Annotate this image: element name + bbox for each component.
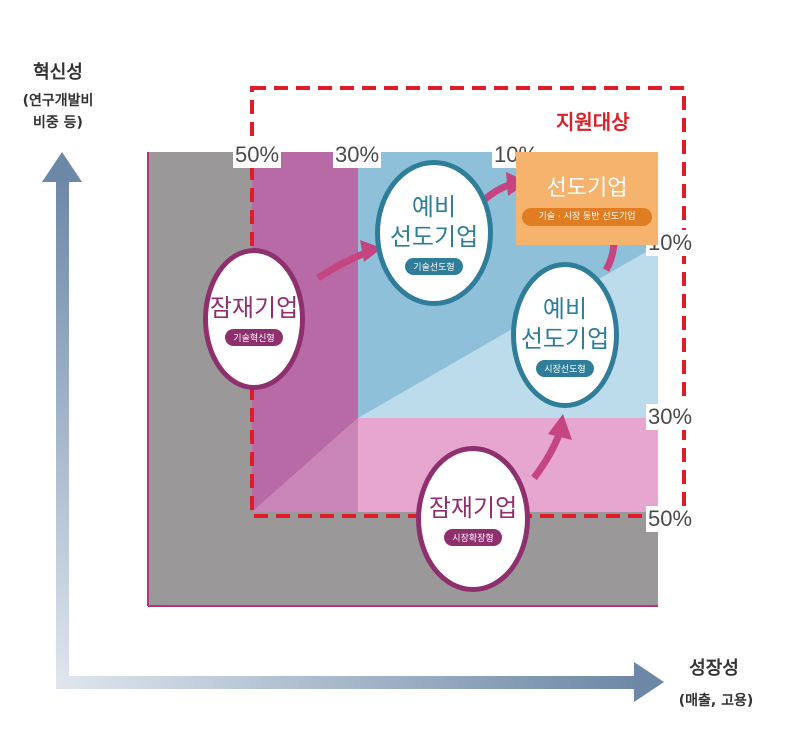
leading-company-title: 선도기업 (546, 176, 628, 201)
circle-pre-leading-tech-title: 예비 선도기업 (389, 192, 479, 251)
x-axis-title: 성장성 (689, 658, 739, 679)
y-axis-subtitle-2: 비중 등) (33, 115, 83, 131)
y-axis-subtitle-1: (연구개발비 (22, 93, 94, 109)
circle-pre-leading-tech: 예비 선도기업 기술선도형 (375, 160, 493, 306)
circle-pre-leading-market: 예비 선도기업 시장선도형 (511, 262, 619, 408)
leading-company-box: 선도기업 기술 · 시장 동반 선도기업 (516, 152, 658, 245)
top-percent-50: 50% (233, 142, 282, 168)
circle-pre-leading-tech-badge: 기술선도형 (405, 257, 463, 275)
x-axis-shaft (56, 676, 638, 689)
circle-potential-tech-title: 잠재기업 (209, 293, 299, 322)
x-axis-subtitle: (매출, 고용) (678, 693, 754, 709)
circle-potential-market-title: 잠재기업 (428, 493, 518, 522)
circle-potential-market: 잠재기업 시장확장형 (416, 446, 530, 592)
right-percent-30: 30% (646, 404, 695, 430)
circle-pre-leading-market-badge: 시장선도형 (536, 359, 594, 377)
arrowhead-tech-potential (360, 240, 382, 262)
arrowhead-market-potential (548, 414, 572, 440)
magenta-diagonal (252, 418, 358, 512)
y-axis-title: 혁신성 (33, 62, 83, 83)
target-label: 지원대상 (556, 110, 630, 134)
circle-potential-tech: 잠재기업 기술혁신형 (203, 248, 305, 390)
circle-potential-tech-badge: 기술혁신형 (225, 328, 283, 346)
y-axis-shaft (56, 178, 69, 688)
right-percent-50: 50% (646, 506, 695, 532)
circle-potential-market-badge: 시장확장형 (444, 528, 502, 546)
top-percent-30: 30% (333, 142, 382, 168)
leading-company-badge: 기술 · 시장 동반 선도기업 (522, 208, 652, 226)
x-axis-arrowhead (634, 662, 664, 702)
circle-pre-leading-market-title: 예비 선도기업 (520, 294, 610, 353)
y-axis-arrowhead (42, 152, 82, 182)
